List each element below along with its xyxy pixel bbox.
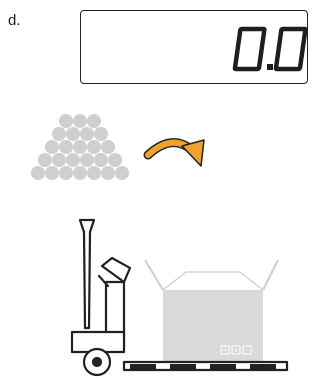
balls-pile-icon [31,114,129,180]
open-box-icon [145,260,278,361]
curved-arrow-icon [148,140,204,166]
